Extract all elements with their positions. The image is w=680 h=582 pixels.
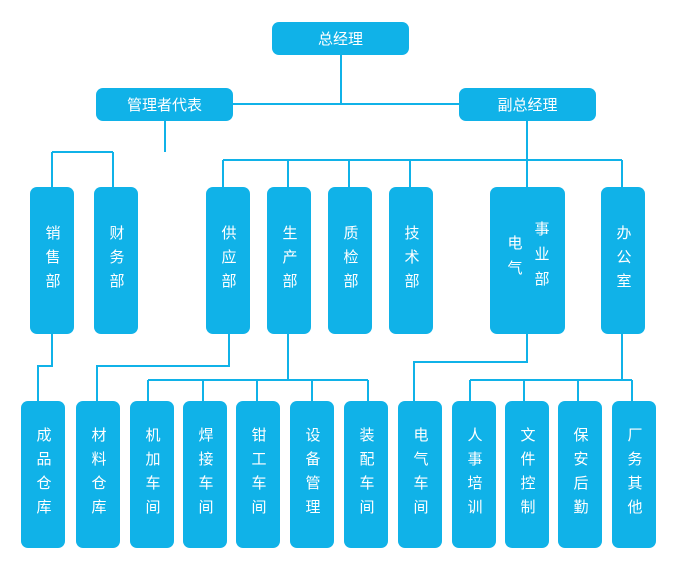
node-deputy-manager: 副总经理 [459,88,596,121]
node-materials-warehouse: 材料仓库 [76,401,120,548]
node-general-manager: 总经理 [272,22,409,55]
electrical-division-label-a: 电气 [505,235,524,285]
node-qc-dept: 质检部 [328,187,372,334]
node-electrical-workshop: 电气车间 [398,401,442,548]
node-finished-goods-warehouse: 成品仓库 [21,401,65,548]
node-sales-dept: 销售部 [30,187,74,334]
node-document-control: 文件控制 [505,401,549,548]
node-assembly-workshop: 装配车间 [344,401,388,548]
node-security-logistics: 保安后勤 [558,401,602,548]
node-welding-workshop: 焊接车间 [183,401,227,548]
node-management-rep: 管理者代表 [96,88,233,121]
node-equipment-management: 设备管理 [290,401,334,548]
electrical-division-label-b: 事业部 [532,221,551,296]
node-office: 办公室 [601,187,645,334]
node-electrical-division: 电气 事业部 [490,187,565,334]
node-tech-dept: 技术部 [389,187,433,334]
node-machining-workshop: 机加车间 [130,401,174,548]
node-supply-dept: 供应部 [206,187,250,334]
node-finance-dept: 财务部 [94,187,138,334]
node-fitter-workshop: 钳工车间 [236,401,280,548]
node-production-dept: 生产部 [267,187,311,334]
connector-electrical-down [413,334,528,402]
connector-supply-down [96,334,230,402]
node-factory-other: 厂务其他 [612,401,656,548]
connector-sales-down [37,334,53,402]
node-hr-training: 人事培训 [452,401,496,548]
